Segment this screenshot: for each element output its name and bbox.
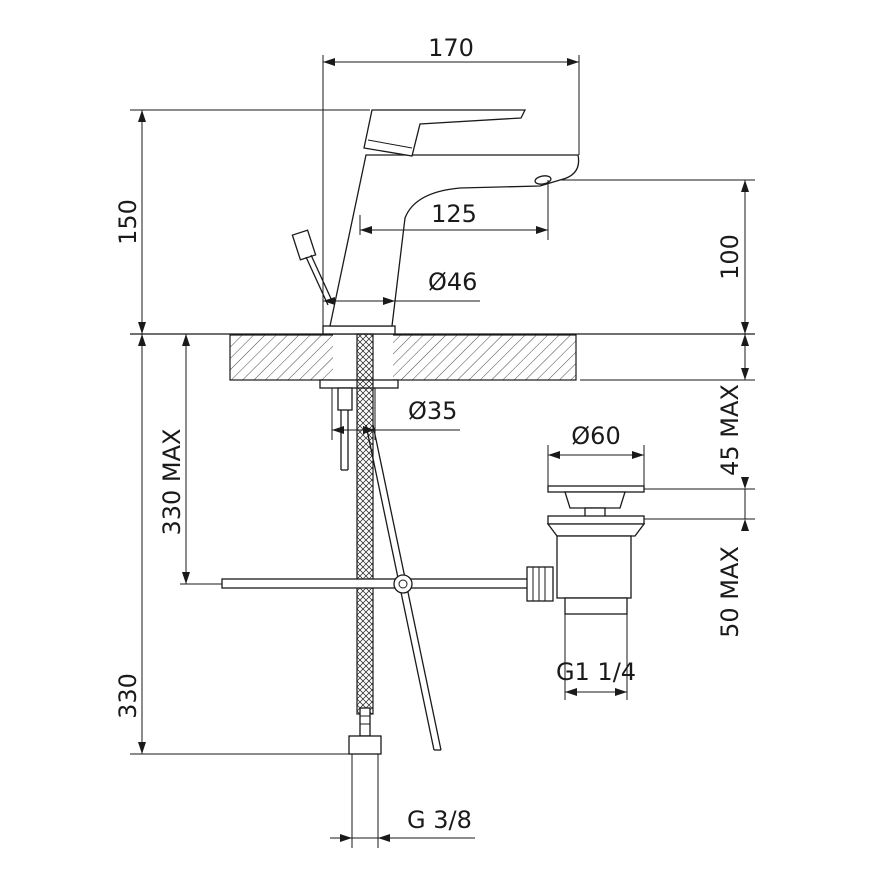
dim-deck-thickness: 45 MAX: [716, 384, 744, 476]
popup-rod: [291, 229, 334, 306]
drain-linkage: [221, 424, 533, 751]
countertop: [130, 333, 755, 383]
popup-waste: [526, 485, 646, 615]
dim-waste-thread: G1 1/4: [556, 658, 636, 686]
dim-hose-length-max: 330 MAX: [158, 428, 186, 535]
dim-spout-reach: 125: [431, 200, 477, 228]
faucet-body: [322, 109, 580, 335]
dimension-lines: [138, 58, 749, 842]
dim-waste-diameter: Ø60: [571, 422, 620, 450]
extension-lines: [130, 55, 755, 848]
dim-spout-height: 100: [716, 234, 744, 280]
dim-supply-thread: G 3/8: [407, 806, 472, 834]
dim-overall-length: 170: [428, 34, 474, 62]
dim-total-height: 150: [114, 199, 142, 245]
dim-hose-length: 330: [114, 673, 142, 719]
dimension-labels: 170 150 125 100 Ø46 Ø35 45 MAX 330 MAX Ø…: [114, 34, 744, 834]
dim-base-diameter: Ø46: [428, 268, 477, 296]
dim-waste-depth: 50 MAX: [716, 546, 744, 638]
dim-hole-diameter: Ø35: [408, 397, 457, 425]
flexible-hose: [348, 333, 382, 755]
